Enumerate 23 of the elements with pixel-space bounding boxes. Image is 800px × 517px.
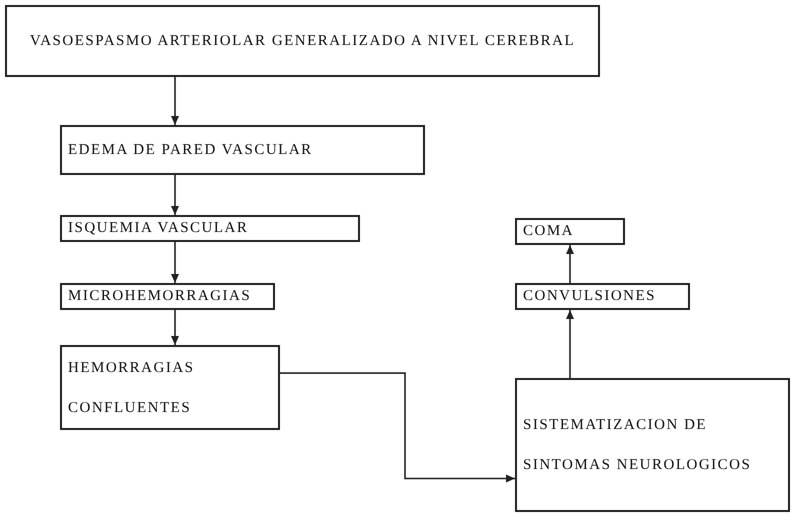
box-label: ISQUEMIA VASCULAR: [68, 220, 248, 237]
process-box: [60, 283, 275, 310]
arrow: [171, 242, 179, 283]
process-box: [60, 125, 425, 175]
process-box: [515, 283, 690, 310]
process-box: [5, 5, 600, 77]
arrow: [280, 372, 515, 482]
arrow: [566, 310, 574, 378]
arrow: [171, 310, 179, 345]
box-label: VASOESPASMO ARTERIOLAR GENERALIZADO A NIVEL CEREBRAL: [30, 32, 576, 51]
box-label: EDEMA DE PARED VASCULAR: [68, 142, 313, 158]
box-label: SISTEMATIZACION DE SINTOMAS NEUROLOGICOS: [523, 416, 752, 475]
process-box: [60, 215, 360, 242]
box-label: CONVULSIONES: [523, 288, 656, 305]
box-label: MICROHEMORRAGIAS: [68, 288, 252, 305]
process-box: [515, 378, 790, 512]
box-label: HEMORRAGIAS CONFLUENTES: [68, 358, 196, 418]
arrow: [566, 245, 574, 283]
process-box: [60, 345, 280, 430]
arrow: [171, 175, 179, 215]
arrow: [171, 77, 179, 125]
box-label: COMA: [523, 223, 574, 240]
process-box: [515, 218, 625, 245]
